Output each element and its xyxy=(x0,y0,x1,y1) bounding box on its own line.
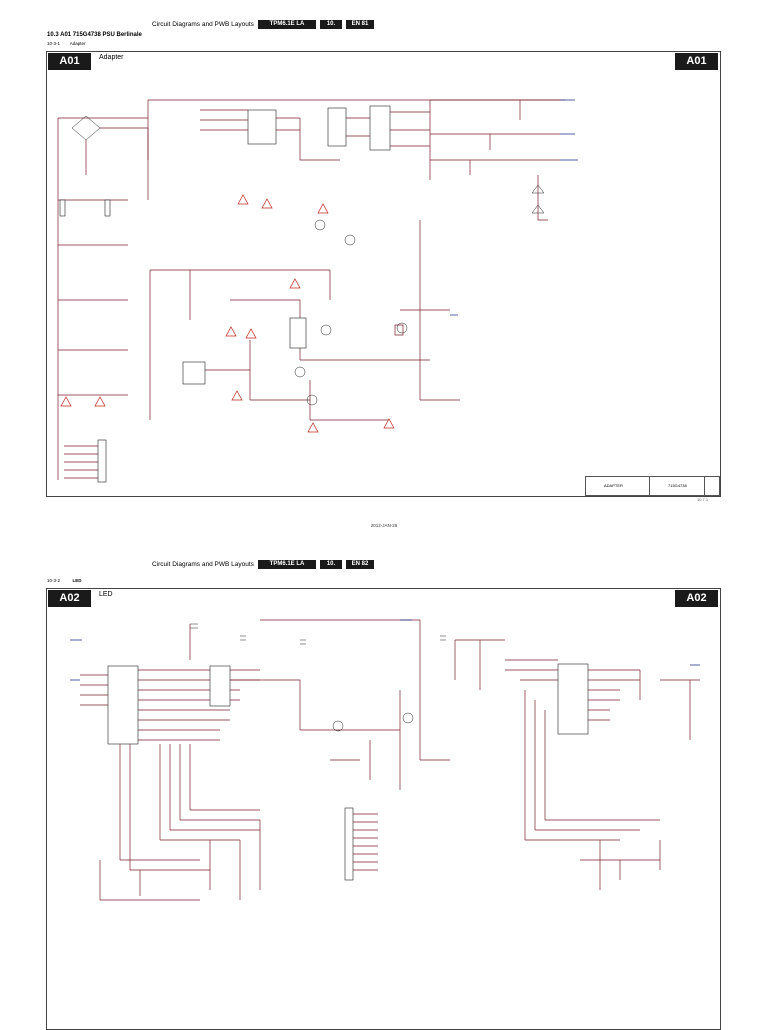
header-chapter: 10. xyxy=(320,560,342,569)
header-model: TPM6.1E LA xyxy=(258,20,316,29)
sheet-tag-right: A02 xyxy=(675,590,718,607)
subsection-name: LED xyxy=(72,578,82,583)
sheet-label: LED xyxy=(99,591,113,598)
sheet-tag-left: A02 xyxy=(48,590,91,607)
header-title: Circuit Diagrams and PWB Layouts xyxy=(152,561,254,568)
subsection-id: 10-3-1 xyxy=(47,41,61,46)
adapter-schematic-drawing xyxy=(57,99,578,483)
header-model: TPM6.1E LA xyxy=(258,560,316,569)
header-chapter: 10. xyxy=(320,20,342,29)
header-page-number: EN 81 xyxy=(346,20,374,29)
page-header: Circuit Diagrams and PWB Layouts TPM6.1E… xyxy=(0,560,768,574)
page-1: Circuit Diagrams and PWB Layouts TPM6.1E… xyxy=(0,20,768,528)
title-block-code: 10.7.1 xyxy=(697,497,709,502)
subsection-label: 10-3-1 Adapter xyxy=(47,41,86,46)
schematic-frame-led: A02 LED A02 xyxy=(46,588,721,1030)
title-block-name: ADAPTER xyxy=(604,483,623,488)
page-2: Circuit Diagrams and PWB Layouts TPM6.1E… xyxy=(0,540,768,1030)
title-block: ADAPTER 715G4738 xyxy=(585,476,720,496)
header-title: Circuit Diagrams and PWB Layouts xyxy=(152,21,254,28)
header-page-number: EN 82 xyxy=(346,560,374,569)
section-title: 10.3 A01 715G4738 PSU Berlinale xyxy=(47,32,142,38)
print-date: 2012-JAN-25 xyxy=(370,523,398,528)
page-header: Circuit Diagrams and PWB Layouts TPM6.1E… xyxy=(0,20,768,34)
sheet-tag-right: A01 xyxy=(675,53,718,70)
subsection-label: 10-3-2 LED xyxy=(47,578,82,583)
sheet-label: Adapter xyxy=(99,54,124,61)
subsection-name: Adapter xyxy=(69,41,86,46)
sheet-tag-left: A01 xyxy=(48,53,91,70)
title-block-part: 715G4738 xyxy=(668,483,687,488)
led-schematic-drawing xyxy=(70,619,700,901)
subsection-id: 10-3-2 xyxy=(47,578,61,583)
